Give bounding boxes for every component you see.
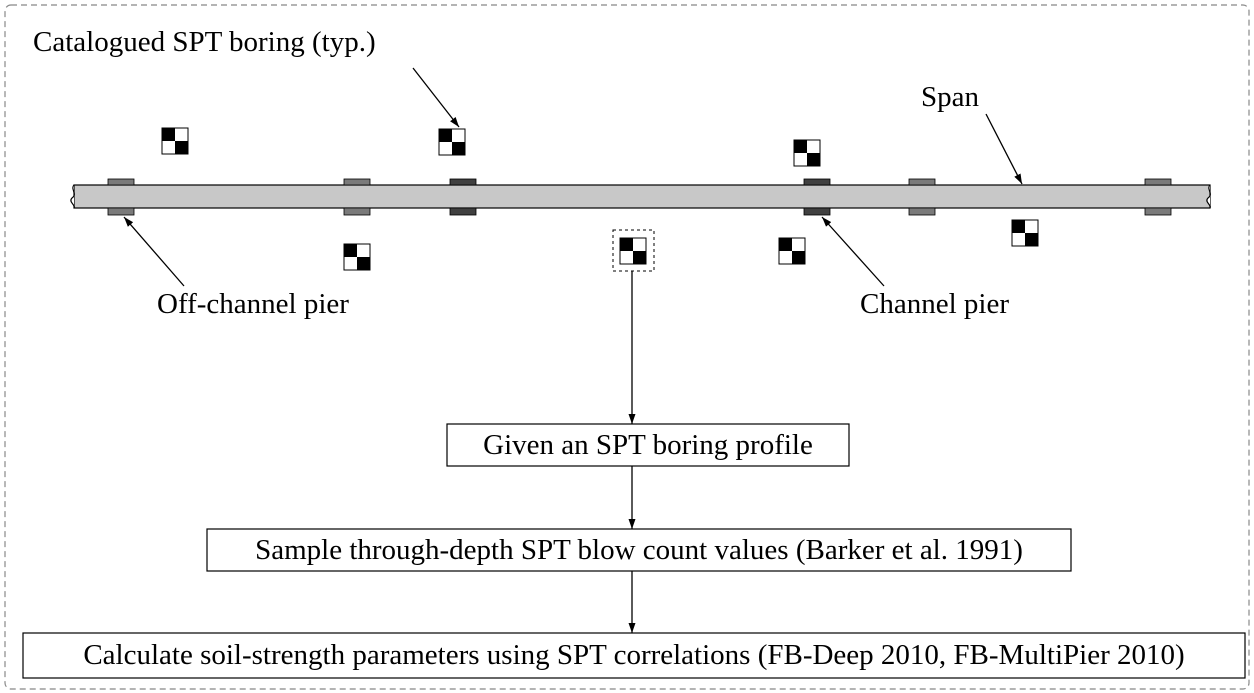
checkerboard-icon: [438, 128, 466, 156]
checkerboard-icon: [793, 139, 821, 167]
checkerboard-icon: [161, 127, 189, 155]
flow-step-3: Calculate soil-strength parameters using…: [22, 632, 1246, 679]
svg-text:Sample through-depth SPT blow: Sample through-depth SPT blow count valu…: [255, 534, 1023, 566]
checkerboard-icon: [619, 237, 647, 265]
selected-boring-highlight: [612, 229, 655, 272]
checkerboard-icon: [343, 243, 371, 271]
off-channel-pier-4: [1144, 178, 1172, 216]
checkerboard-icon: [778, 237, 806, 265]
svg-text:Given an SPT boring profile: Given an SPT boring profile: [483, 429, 813, 461]
off-channel-pier-3: [908, 178, 936, 216]
channel-pier-2: [803, 178, 831, 216]
off-channel-pier-arrow: [123, 216, 185, 287]
catalogued-boring-arrow: [412, 67, 460, 128]
checkerboard-icon: [1011, 219, 1039, 247]
svg-text:Calculate soil-strength parame: Calculate soil-strength parameters using…: [83, 639, 1184, 671]
channel-pier-arrow: [821, 216, 885, 287]
channel-pier-1: [449, 178, 477, 216]
off-channel-pier-1: [107, 178, 135, 216]
span-label: Span: [921, 81, 980, 113]
flow-step-1: Given an SPT boring profile: [446, 423, 850, 467]
span-arrow: [985, 113, 1023, 185]
catalogued-boring-label: Catalogued SPT boring (typ.): [33, 26, 376, 58]
off-channel-pier-label: Off-channel pier: [157, 288, 349, 320]
bridge-span: [70, 184, 1211, 209]
flow-step-2: Sample through-depth SPT blow count valu…: [206, 528, 1072, 572]
off-channel-pier-2: [343, 178, 371, 216]
outer-frame: [4, 4, 1250, 690]
channel-pier-label: Channel pier: [860, 288, 1009, 320]
